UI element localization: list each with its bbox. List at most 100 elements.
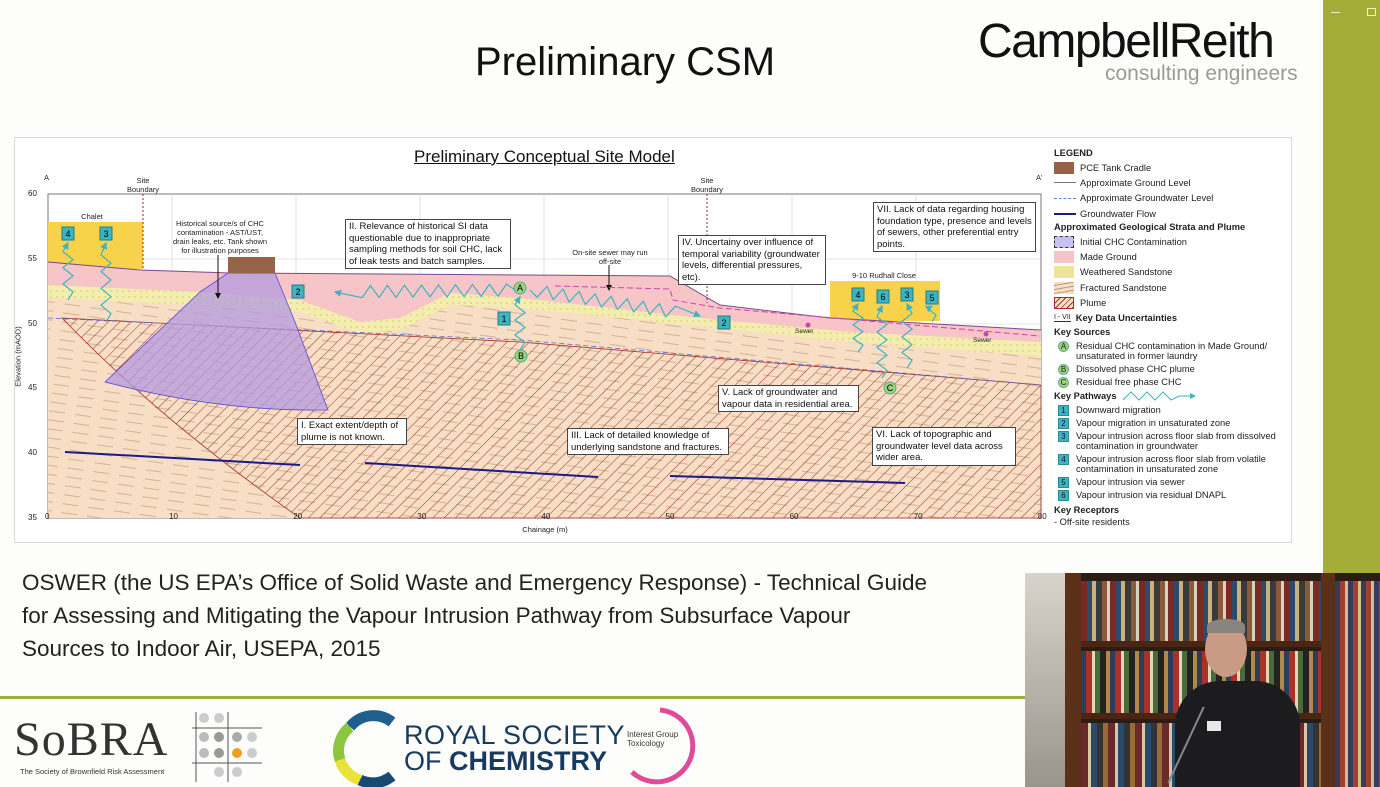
sewer-node <box>805 322 811 328</box>
tank-swatch <box>1054 161 1074 174</box>
speaker-video <box>1025 573 1380 787</box>
badge-6: 6 <box>880 292 885 302</box>
diagram-title: Preliminary Conceptual Site Model <box>414 147 675 166</box>
legend-item: Groundwater Flow <box>1080 208 1156 219</box>
shelf-post <box>1321 573 1335 787</box>
receptors-text: - Off-site residents <box>1054 516 1130 527</box>
badge-1: 1 <box>501 314 506 324</box>
legend-item: Downward migration <box>1076 404 1161 415</box>
minimize-icon[interactable] <box>1331 12 1340 13</box>
legend-item: Vapour migration in unsaturated zone <box>1076 417 1231 428</box>
uncertainty-v: V. Lack of groundwater and vapour data i… <box>718 385 859 412</box>
caption-line: Sources to Indoor Air, USEPA, 2015 <box>22 636 381 661</box>
source-a: A <box>517 283 523 293</box>
vapour-pathways <box>61 241 937 379</box>
caption-line: for Assessing and Mitigating the Vapour … <box>22 603 851 628</box>
badge-2: 2 <box>295 287 300 297</box>
chalet-label: Chalet <box>81 212 103 221</box>
footer-divider <box>0 696 1025 699</box>
legend-item: Key Data Uncertainties <box>1075 313 1178 324</box>
sewer-node <box>983 331 989 337</box>
wall <box>1025 573 1065 787</box>
sobra-subtitle: The Society of Brownfield Risk Assessmen… <box>20 767 165 776</box>
bookshelf-row <box>1081 581 1321 641</box>
name-badge <box>1207 721 1221 731</box>
rudhall-label: 9-10 Rudhall Close <box>852 271 916 280</box>
legend-item: Approximate Ground Level <box>1080 177 1191 188</box>
groundwater-level <box>47 317 1042 386</box>
y-axis-label: Elevation (mAOD) <box>13 326 23 387</box>
legend-item: Made Ground <box>1080 252 1137 263</box>
y-tick-label: 50 <box>28 318 37 328</box>
vapour-pathway <box>901 302 913 369</box>
pathway-icon: 2 <box>1058 417 1069 429</box>
legend-item: Plume <box>1080 298 1107 309</box>
shelf-post <box>1065 573 1081 787</box>
badge-5: 5 <box>929 293 934 303</box>
badge-4: 4 <box>855 290 860 300</box>
pathway-icon: 3 <box>1058 430 1069 442</box>
pathways-heading: Key Pathways <box>1054 390 1117 401</box>
rsc-logo-line1: ROYAL SOCIETY <box>404 720 626 750</box>
badge-2: 2 <box>721 318 726 328</box>
x-tick-label: 30 <box>417 512 427 521</box>
site-boundary-label: Site Boundary <box>690 176 724 194</box>
flow-arrow-icon <box>1054 212 1076 215</box>
source-icon: B <box>1058 363 1069 375</box>
legend-item: Residual free phase CHC <box>1076 376 1182 387</box>
badge-4: 4 <box>65 229 70 239</box>
vapour-pathway <box>851 303 865 353</box>
x-tick-label: 60 <box>789 512 799 521</box>
sewer-line <box>554 285 1041 337</box>
rsc-logo-c <box>333 710 396 787</box>
vapour-pathway <box>61 241 74 301</box>
site-boundary-label: Site Boundary <box>126 176 160 194</box>
bookshelf-row <box>1335 581 1380 787</box>
ground-line-swatch <box>1054 182 1076 184</box>
pathway-badges: 4 3 2 1 2 4 6 3 5 A B C <box>61 226 939 395</box>
uncertainty-vi: VI. Lack of topographic and groundwater … <box>872 427 1016 466</box>
restore-icon[interactable] <box>1367 8 1376 16</box>
source-b: B <box>518 351 524 361</box>
rsc-of: OF <box>404 746 442 776</box>
interest-group-text: Interest Group <box>627 730 679 739</box>
initial-swatch <box>1054 235 1074 248</box>
sources-heading: Key Sources <box>1054 326 1111 337</box>
y-tick-label: 40 <box>28 448 37 458</box>
x-tick-label: 40 <box>541 512 551 521</box>
logo-tagline: consulting engineers <box>1105 62 1298 85</box>
y-tick-label: 55 <box>28 253 37 263</box>
legend-item: PCE Tank Cradle <box>1080 162 1152 173</box>
uncertainty-ii: II. Relevance of historical SI data ques… <box>345 219 511 269</box>
pce-tank-cradle <box>228 257 275 273</box>
initial-chc-contamination <box>104 272 329 411</box>
plume-swatch <box>1054 297 1074 310</box>
x-tick-label: 0 <box>45 512 50 521</box>
made-ground <box>48 262 1041 342</box>
vapour-pathway <box>100 241 112 323</box>
legend-item: Approximate Groundwater Level <box>1080 193 1214 204</box>
badge-3: 3 <box>103 229 108 239</box>
speaker-hair <box>1207 619 1245 633</box>
sobra-logo: SoBRA <box>14 713 169 766</box>
x-tick-label: 10 <box>169 512 178 521</box>
uncertainty-symbol: I - VII <box>1054 314 1071 323</box>
caption-line: OSWER (the US EPA’s Office of Solid Wast… <box>22 570 927 595</box>
legend-item: Residual CHC contamination in Made Groun… <box>1076 340 1268 362</box>
legend-item: Weathered Sandstone <box>1080 267 1173 278</box>
sewer-label: Sewer <box>973 337 992 344</box>
vapour-pathway <box>529 285 702 318</box>
x-tick-label: 20 <box>293 512 303 521</box>
x-tick-label: 70 <box>913 512 923 521</box>
y-tick-label: 60 <box>28 189 37 198</box>
y-tick-label: 45 <box>28 383 37 393</box>
vapour-pathway <box>333 283 516 299</box>
y-tick-label: 35 <box>28 513 37 522</box>
badge-3: 3 <box>904 290 909 300</box>
rsc-logo-line2: OF CHEMISTRY <box>404 746 607 777</box>
slide-title: Preliminary CSM <box>474 40 776 84</box>
pathway-icon: 6 <box>1058 489 1069 501</box>
sobra-logo-grid <box>192 712 262 782</box>
